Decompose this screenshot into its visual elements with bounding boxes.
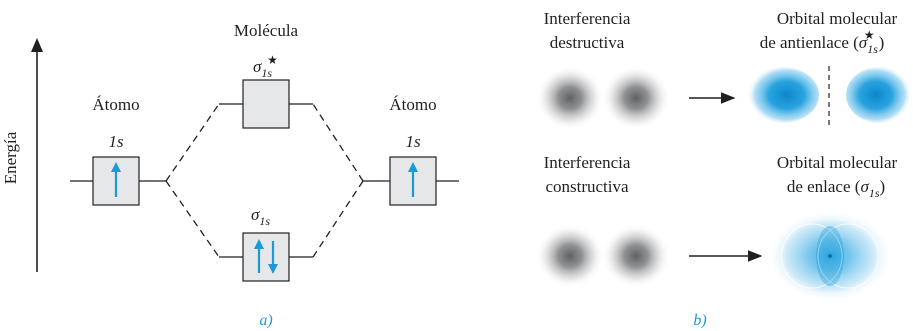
constructive-label-line2: constructiva xyxy=(545,177,629,196)
energy-label: Energía xyxy=(1,131,20,184)
antibonding-orbital-box xyxy=(242,79,290,129)
antibonding-label-line1: Orbital molecular xyxy=(777,9,898,28)
sigma-star-label: σ1s★ xyxy=(253,53,278,80)
electron-up-arrow-icon xyxy=(111,162,121,197)
bonding-orbital-box xyxy=(242,232,290,282)
panel-b: Interferencia destructiva Orbital molecu… xyxy=(536,9,912,329)
destructive-label-line1: Interferencia xyxy=(544,9,631,28)
electron-up-arrow-icon xyxy=(254,239,264,273)
destructive-label-line2: destructiva xyxy=(550,33,625,52)
atomic-orbital-blob-left xyxy=(536,224,604,288)
caption-a: a) xyxy=(259,312,272,329)
antibonding-label-line2: de antienlace (σ1s★) xyxy=(760,28,885,56)
electron-down-arrow-icon xyxy=(268,241,278,274)
electron-up-arrow-icon xyxy=(408,162,418,197)
sigma-label: σ1s xyxy=(251,205,270,228)
orbital-1s-left-label: 1s xyxy=(108,132,124,151)
molecule-label: Molécula xyxy=(234,21,299,40)
bonding-label-line2: de enlace (σ1s) xyxy=(787,177,885,200)
atom-left-label: Átomo xyxy=(92,95,139,114)
panel-a: Energía Molécula Átomo 1s Átomo 1s σ1s★ … xyxy=(1,21,459,329)
orbital-1s-right-label: 1s xyxy=(405,132,421,151)
antibonding-lobe-right xyxy=(846,67,912,123)
antibonding-lobe-left xyxy=(747,67,819,123)
energy-axis-arrowhead xyxy=(31,38,43,52)
bonding-orbital-cloud xyxy=(768,210,892,302)
atomic-orbital-blob-right xyxy=(602,66,670,130)
bonding-label-line1: Orbital molecular xyxy=(777,153,898,172)
atomic-orbital-blob-right xyxy=(602,224,670,288)
caption-b: b) xyxy=(693,312,706,329)
constructive-label-line1: Interferencia xyxy=(544,153,631,172)
correlation-lines xyxy=(165,103,364,258)
atomic-orbital-blob-left xyxy=(536,66,604,130)
atom-right-label: Átomo xyxy=(389,95,436,114)
